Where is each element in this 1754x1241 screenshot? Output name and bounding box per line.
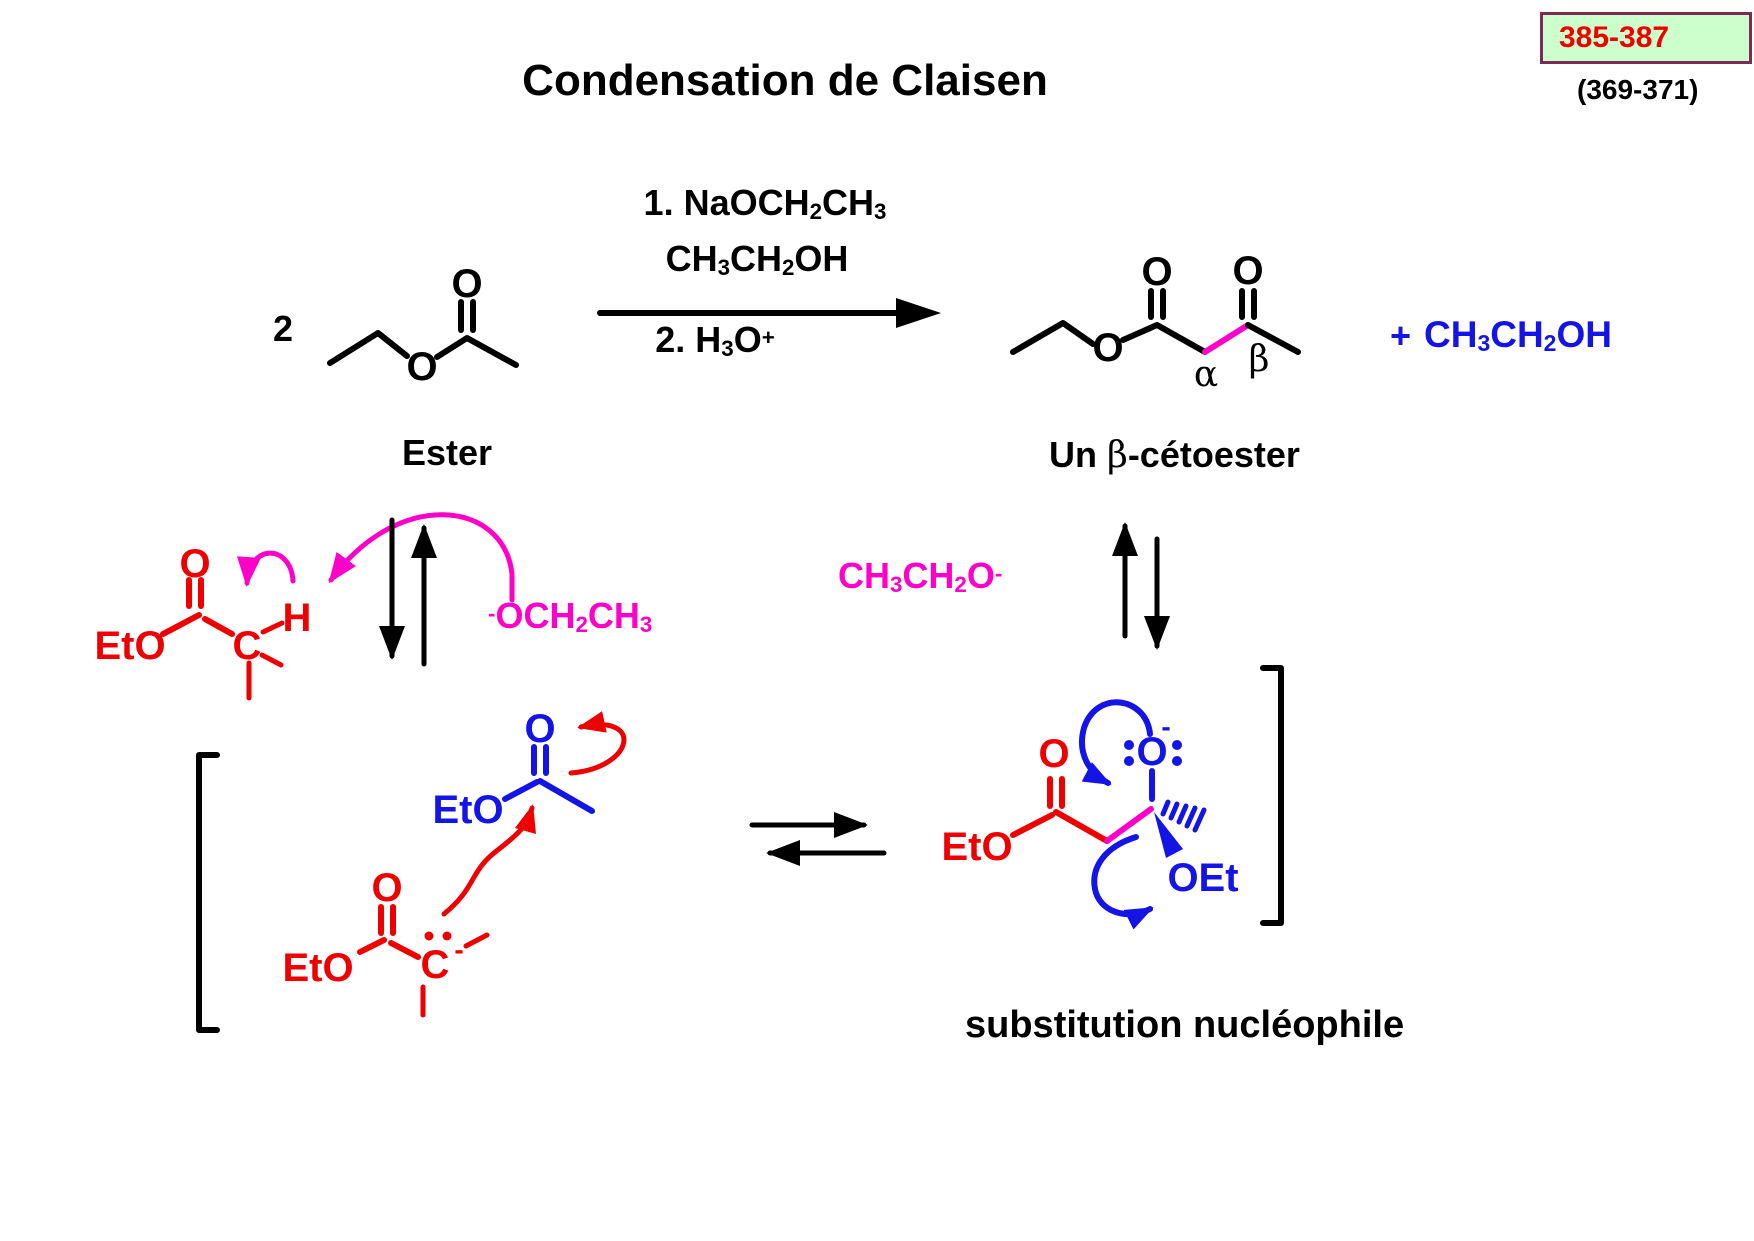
bond xyxy=(1053,809,1110,844)
atom-o: O xyxy=(524,707,556,751)
red-enolate-structure xyxy=(357,904,490,1018)
product-caption-prefix: Un xyxy=(1049,434,1107,475)
condition-solvent: CH3CH2OH xyxy=(665,238,849,281)
product-caption-beta: β xyxy=(1107,435,1128,476)
atom-eto: EtO xyxy=(432,788,504,832)
page-number-box: 385-387 xyxy=(1540,12,1752,64)
atom-eto: EtO xyxy=(282,946,354,990)
ethoxide-anion-right: CH3CH2O- xyxy=(838,555,1003,598)
atom-o: O xyxy=(1038,732,1070,776)
bond xyxy=(1120,322,1208,355)
atom-o: O xyxy=(1232,249,1264,293)
beta-carbon-label: β xyxy=(1248,339,1270,380)
atom-o: O xyxy=(371,866,403,910)
curved-arrow-expel-ethoxide xyxy=(1091,834,1154,930)
equilibrium-arrows-left xyxy=(379,517,437,667)
mechanism-caption: substitution nucléophile xyxy=(965,1004,1405,1046)
atom-c: C xyxy=(420,943,450,987)
c-h-bond xyxy=(260,620,285,635)
atom-eto: EtO xyxy=(941,825,1013,869)
tetrahedral-intermediate-structure xyxy=(1010,740,1207,858)
hash-wedge xyxy=(1176,803,1189,825)
carbanion-minus-charge: - xyxy=(454,934,464,965)
product-caption: Un β-cétoester xyxy=(1049,437,1300,474)
bond-stub xyxy=(463,932,490,949)
bond xyxy=(327,330,410,366)
curved-arrow-carbanion-to-carbonyl xyxy=(441,804,536,917)
bond-stub xyxy=(259,652,284,668)
atom-o: O xyxy=(406,345,438,389)
new-cc-bond-highlight xyxy=(1104,806,1154,844)
red-ester-fragment xyxy=(160,577,285,701)
new-cc-bond-highlight xyxy=(1202,322,1251,355)
hash-wedge xyxy=(1168,801,1180,821)
lone-pair-dot xyxy=(1124,756,1134,766)
bond xyxy=(537,778,595,814)
equilibrium-arrows-right xyxy=(1112,522,1170,650)
lone-pair-dot xyxy=(442,931,452,941)
curved-arrow-ethoxide-to-h xyxy=(328,512,515,603)
left-bracket xyxy=(196,752,220,1033)
bond xyxy=(160,612,202,637)
bond xyxy=(1245,322,1301,355)
lone-pair-dot xyxy=(1172,740,1182,750)
beta-ketoester-structure xyxy=(1010,288,1301,355)
reactant-caption: Ester xyxy=(401,432,493,473)
atom-o: O xyxy=(451,262,483,306)
blue-ester-structure xyxy=(502,744,595,814)
curved-arrow-pi-to-oxygen xyxy=(568,711,627,776)
solid-wedge xyxy=(1154,812,1183,858)
curved-arrow-alkoxide-to-bond xyxy=(1079,699,1153,786)
atom-o: O xyxy=(1141,250,1173,294)
bond xyxy=(502,779,540,802)
product-caption-suffix: -cétoester xyxy=(1127,434,1300,475)
byproduct-ethanol: CH3CH2OH xyxy=(1424,314,1612,357)
ethoxide-anion-left: -OCH2CH3 xyxy=(488,595,653,638)
atom-o: O xyxy=(1092,326,1124,370)
bond xyxy=(1010,812,1055,838)
atom-o-alkoxide: O xyxy=(1136,730,1168,774)
lone-pair-dot xyxy=(1124,740,1134,750)
condition-step1: 1. NaOCH2CH3 xyxy=(643,182,887,225)
bond xyxy=(357,937,387,955)
bond xyxy=(202,616,235,637)
hash-wedge xyxy=(1160,799,1171,817)
curved-arrow-ch-to-c xyxy=(236,550,296,587)
plus-sign: + xyxy=(1390,315,1412,356)
arrowhead xyxy=(896,298,941,328)
atom-oet: OEt xyxy=(1167,856,1239,900)
stoichiometric-coefficient: 2 xyxy=(272,308,294,349)
lone-pair-dot xyxy=(424,931,434,941)
page-number: 385-387 xyxy=(1559,21,1670,54)
alpha-carbon-label: α xyxy=(1193,354,1219,395)
hash-wedge xyxy=(1184,805,1198,829)
atom-c: C xyxy=(232,624,262,668)
bond xyxy=(388,940,421,960)
page-number-alt: (369-371) xyxy=(1577,74,1699,105)
atom-h: H xyxy=(282,596,312,640)
condition-step2: 2. H3O+ xyxy=(655,319,775,362)
hash-wedge xyxy=(1192,807,1207,833)
atom-eto: EtO xyxy=(94,624,166,668)
ethyl-acetate-structure xyxy=(327,299,519,368)
reaction-arrow xyxy=(597,298,941,328)
alkoxide-minus-charge: - xyxy=(1161,711,1171,742)
bond xyxy=(434,335,519,368)
lone-pair-dot xyxy=(1172,756,1182,766)
right-bracket xyxy=(1260,665,1284,926)
page-title: Condensation de Claisen xyxy=(522,56,1048,105)
atom-o: O xyxy=(179,542,211,586)
equilibrium-arrows-center xyxy=(749,812,887,866)
bond xyxy=(1010,320,1096,355)
